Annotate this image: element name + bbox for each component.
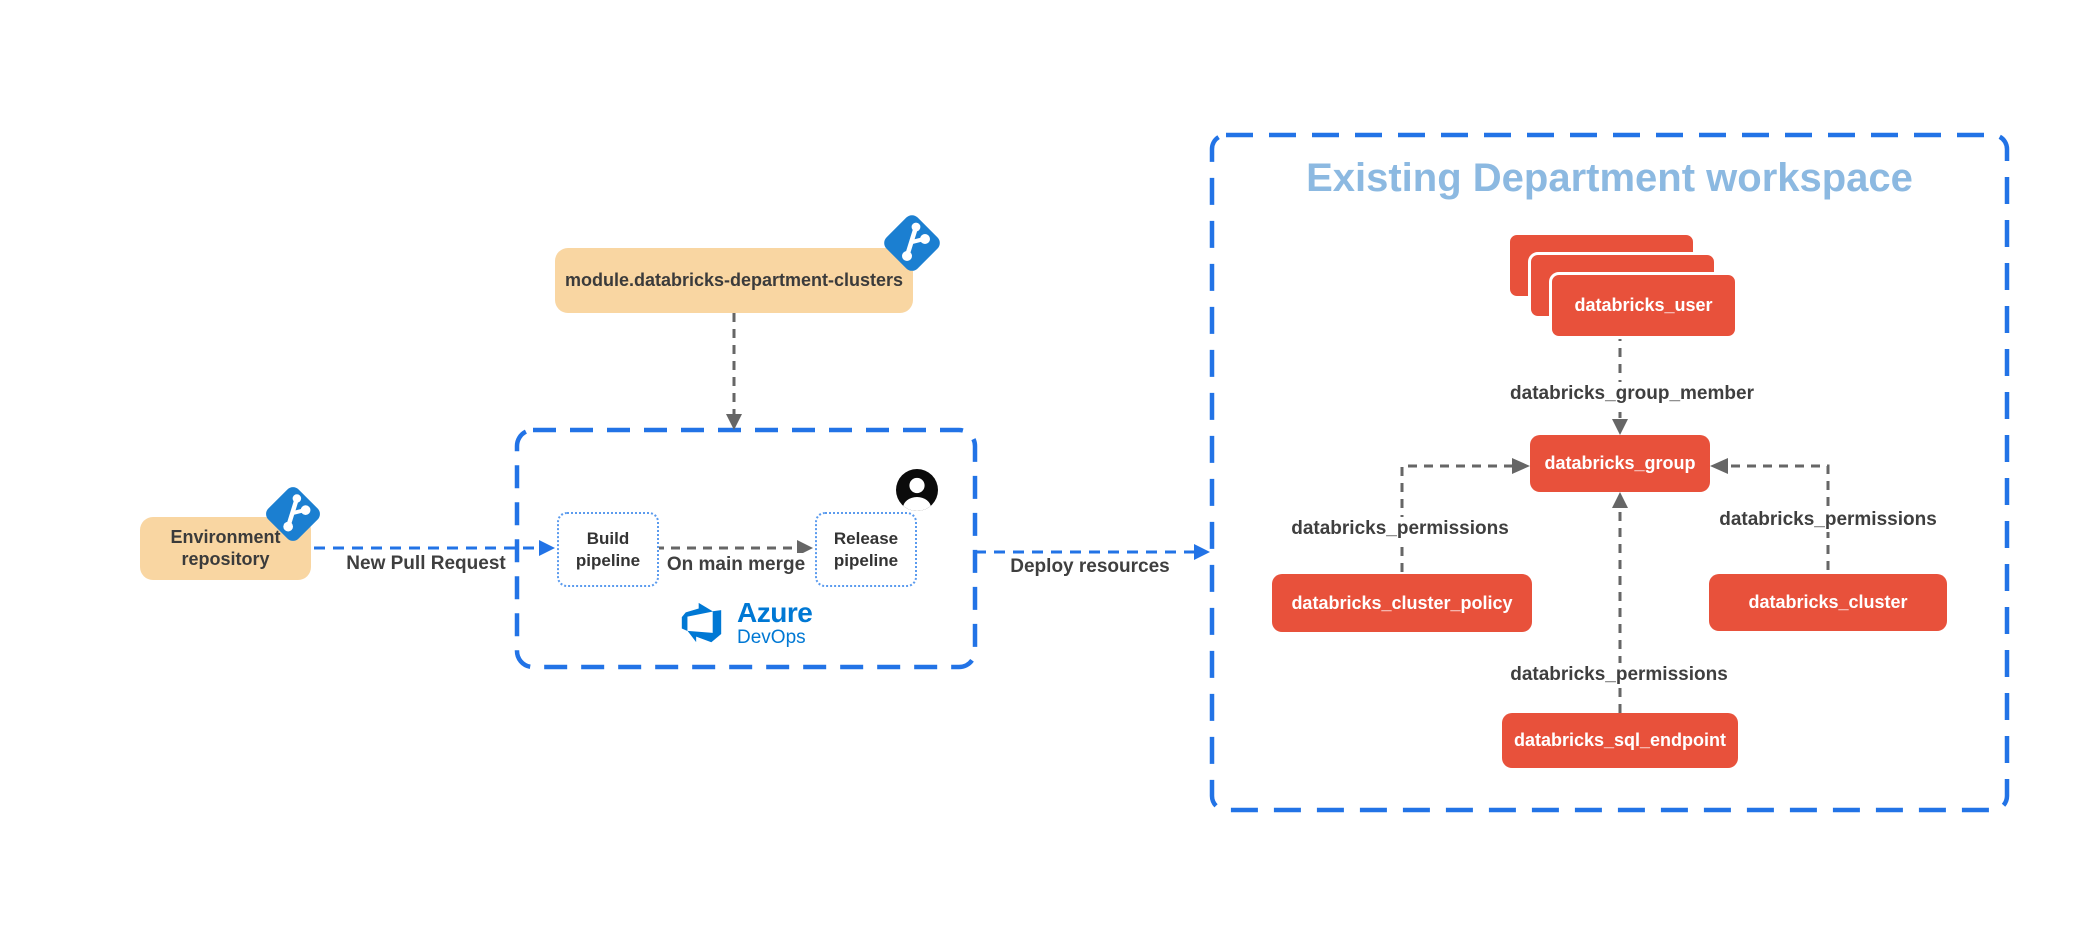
node-databricks-group: databricks_group [1530,435,1710,492]
azure-wordmark-line2: DevOps [737,627,806,648]
edge-label-databricks-group-member: databricks_group_member [1505,382,1759,406]
azure-devops-logo-icon [681,602,722,643]
node-databricks-cluster-policy-label: databricks_cluster_policy [1291,592,1513,613]
node-release-pipeline-label: Release pipeline [833,529,899,570]
edge-label-new-pull-request: New Pull Request [341,552,511,576]
workspace-title: Existing Department workspace [1306,156,1913,200]
arrowhead-into-azure [726,414,742,430]
edge-label-databricks-permissions-left: databricks_permissions [1286,517,1514,541]
node-databricks-cluster-label: databricks_cluster [1748,592,1908,612]
node-build-pipeline-label: Build pipeline [575,529,641,570]
node-build-pipeline: Build pipeline [557,512,659,587]
arrowhead-into-workspace [1194,544,1210,560]
git-icon [884,215,940,271]
node-databricks-cluster-policy: databricks_cluster_policy [1272,574,1532,632]
node-databricks-user: databricks_user [1549,272,1738,339]
edge-label-databricks-permissions-right: databricks_permissions [1714,508,1942,532]
node-environment-repository-label: Environment repository [170,526,281,569]
node-databricks-group-label: databricks_group [1544,453,1696,473]
git-icon [266,487,320,541]
node-module-repository-label: module.databricks-department-clusters [564,270,904,290]
edge-label-on-main-merge: On main merge [661,553,811,577]
edge-label-deploy-resources: Deploy resources [1005,555,1175,579]
edge-label-databricks-permissions-bottom: databricks_permissions [1505,663,1733,687]
arrowhead-into-release [797,540,813,556]
azure-devops-wordmark: Azure DevOps [737,597,813,648]
node-databricks-sql-endpoint: databricks_sql_endpoint [1502,713,1738,768]
arrowhead-into-group-right [1710,458,1728,474]
azure-wordmark-line1: Azure [737,597,813,628]
azure-devops-container [514,427,978,670]
node-databricks-cluster: databricks_cluster [1709,574,1947,631]
arrowhead-into-group-bottom [1612,492,1628,508]
node-databricks-sql-endpoint-label: databricks_sql_endpoint [1513,730,1727,750]
node-release-pipeline: Release pipeline [815,512,917,587]
node-module-repository: module.databricks-department-clusters [555,248,913,313]
node-databricks-user-label: databricks_user [1574,295,1713,315]
connector-cluster-to-group [1728,464,1830,570]
user-avatar-icon [896,469,938,511]
arrowhead-into-group-top [1612,419,1628,435]
arrowhead-into-build [539,540,555,556]
arrowhead-into-group-left [1512,458,1530,474]
